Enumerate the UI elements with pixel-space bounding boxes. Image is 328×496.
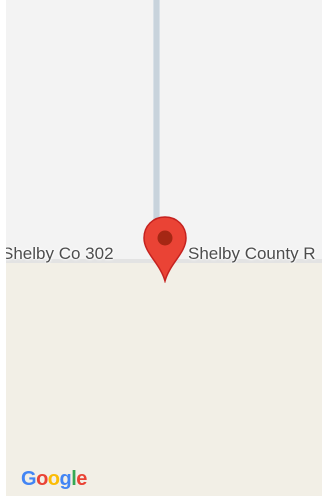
map-pin-center-dot — [157, 230, 173, 246]
google-logo-letter: l — [71, 468, 77, 490]
map-pin-graphic — [143, 216, 187, 283]
google-logo-letter: o — [36, 468, 48, 490]
google-logo-letter: e — [76, 468, 87, 490]
google-logo-letter: g — [59, 468, 72, 490]
map-pin-body — [143, 216, 187, 283]
road-label-shelby-co-302: Shelby Co 302 — [6, 244, 114, 263]
map-view[interactable]: Shelby Co 302 Shelby County R Google — [6, 0, 322, 496]
road-vertical — [153, 0, 160, 262]
road-label-shelby-county-road: Shelby County R — [188, 244, 316, 263]
google-logo-letter: G — [21, 468, 37, 490]
google-logo: Google — [21, 468, 87, 490]
google-logo-letter: o — [47, 468, 60, 490]
land-area — [6, 262, 322, 496]
map-pin-icon[interactable] — [142, 215, 188, 283]
